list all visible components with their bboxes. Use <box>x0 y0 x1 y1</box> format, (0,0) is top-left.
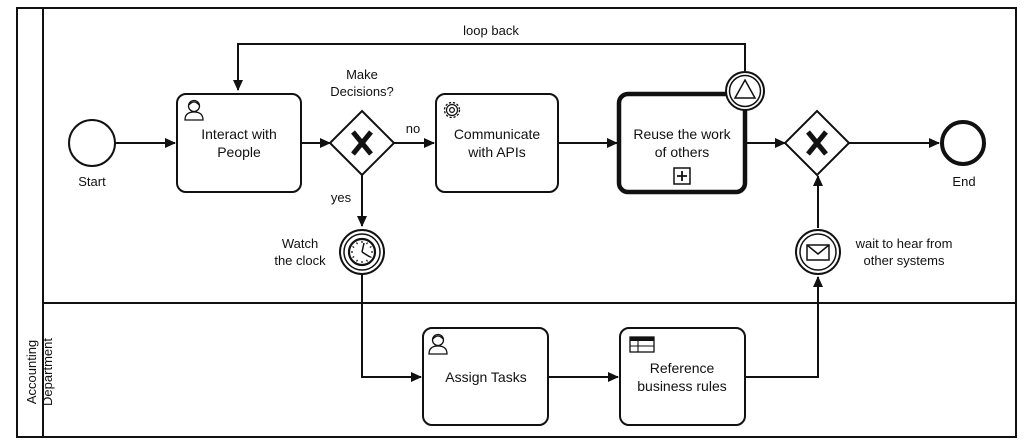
person-icon <box>428 333 448 355</box>
task-communicate-with-apis[interactable]: Communicate with APIs <box>435 93 559 193</box>
call-activity-reuse-work[interactable]: Reuse the work of others <box>616 91 748 195</box>
task-label-line-1: Reuse the work <box>633 126 731 142</box>
start-event[interactable] <box>68 119 116 167</box>
timer-label-line-2: the clock <box>274 253 326 268</box>
loop-back-label: loop back <box>463 23 519 38</box>
task-label-line-2: People <box>217 144 261 160</box>
exclusive-gateway-decision[interactable] <box>328 109 396 177</box>
message-label-line-2: other systems <box>864 253 945 268</box>
flow-loop-back[interactable] <box>233 43 746 91</box>
x-marker-icon <box>806 130 828 156</box>
task-reference-business-rules[interactable]: Reference business rules <box>619 327 746 426</box>
task-interact-with-people[interactable]: Interact with People <box>176 93 302 193</box>
end-label: End <box>952 174 975 189</box>
message-event[interactable] <box>795 229 841 275</box>
sequence-flows <box>115 43 940 382</box>
yes-label: yes <box>331 190 352 205</box>
decision-label-line-2: Decisions? <box>330 84 394 99</box>
pool <box>16 7 1017 438</box>
task-label-line-1: Reference <box>650 360 715 376</box>
clock-icon <box>347 237 377 267</box>
timer-event[interactable] <box>339 229 385 275</box>
task-assign-tasks[interactable]: Assign Tasks <box>422 327 549 426</box>
boundary-signal-event[interactable] <box>725 71 765 111</box>
no-label: no <box>406 121 420 136</box>
person-icon <box>184 99 204 121</box>
task-label-line-2: with APIs <box>467 144 526 160</box>
triangle-icon <box>733 78 757 99</box>
task-label-line-1: Interact with <box>201 126 276 142</box>
table-icon <box>629 336 655 353</box>
lane-label-line-1: Accounting <box>24 340 39 404</box>
lane-label-line-2: Department <box>40 338 55 406</box>
task-label-line-1: Assign Tasks <box>445 369 526 385</box>
flow-timer-assign[interactable] <box>361 274 422 382</box>
gear-icon <box>443 101 461 119</box>
envelope-icon <box>806 244 830 261</box>
task-label-line-2: of others <box>655 144 709 160</box>
x-marker-icon <box>351 130 373 156</box>
plus-square-icon <box>673 167 691 185</box>
exclusive-gateway-merge[interactable] <box>783 109 851 177</box>
flow-reference-message[interactable] <box>745 276 823 378</box>
lane-label-accounting: Accounting Department <box>24 338 55 406</box>
timer-label-line-1: Watch <box>282 236 318 251</box>
message-label-line-1: wait to hear from <box>855 236 953 251</box>
decision-label-line-1: Make <box>346 67 378 82</box>
start-label: Start <box>78 174 106 189</box>
task-label-line-1: Communicate <box>454 126 541 142</box>
task-label-line-2: business rules <box>637 378 727 394</box>
end-event[interactable] <box>940 120 986 166</box>
